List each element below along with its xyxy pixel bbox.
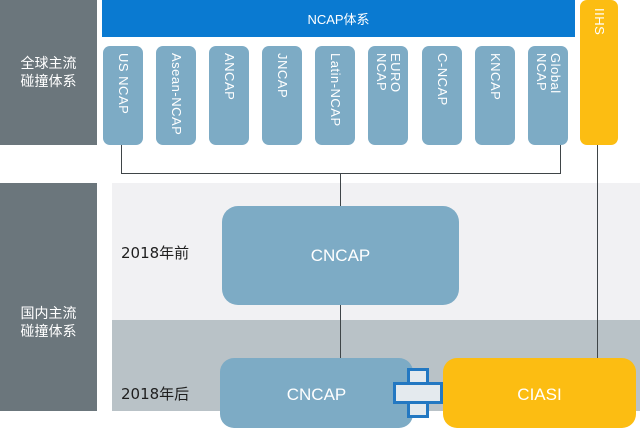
ncap-box-jncap: JNCAP	[262, 46, 302, 145]
ncap-box-euro: EURO NCAP	[368, 46, 408, 145]
global-label-line1: 全球主流	[20, 55, 77, 72]
cncap-after-box: CNCAP	[220, 358, 413, 428]
ncap-header-label: NCAP体系	[307, 12, 370, 27]
ciasi-label: CIASI	[517, 385, 562, 404]
ncap-box-latin: Latin-NCAP	[315, 46, 355, 145]
iihs-box: IIHS	[580, 0, 618, 145]
ncap-box-label: C-NCAP	[435, 53, 450, 106]
ncap-box-label: Latin-NCAP	[328, 53, 343, 127]
ncap-box-label: EURO NCAP	[374, 53, 403, 93]
connector-line	[121, 173, 561, 174]
ciasi-box: CIASI	[443, 358, 636, 428]
ncap-box-label: KNCAP	[488, 53, 503, 101]
connector-line	[121, 145, 122, 174]
ncap-box-asean: Asean-NCAP	[156, 46, 196, 145]
ncap-box-label: US NCAP	[116, 53, 131, 115]
domestic-label-line1: 国内主流	[20, 306, 77, 322]
ncap-box-label: JNCAP	[275, 53, 290, 99]
plus-icon	[393, 368, 443, 418]
connector-line	[560, 145, 561, 174]
ncap-box-us: US NCAP	[103, 46, 143, 145]
global-label-line2: 碰撞体系	[20, 73, 77, 90]
ncap-box-ancap: ANCAP	[209, 46, 249, 145]
ncap-box-label: Asean-NCAP	[169, 53, 184, 136]
era-before-2018: 2018年前	[121, 244, 190, 262]
cncap-before-label: CNCAP	[310, 245, 371, 265]
domestic-label-line2: 碰撞体系	[20, 324, 77, 340]
cncap-after-label: CNCAP	[286, 385, 347, 404]
global-system-label: 全球主流 碰撞体系	[0, 0, 97, 145]
ncap-box-global: Global NCAP	[528, 46, 568, 145]
iihs-label: IIHS	[592, 8, 607, 36]
iihs-connector-line	[597, 145, 598, 358]
domestic-system-label: 国内主流 碰撞体系	[0, 183, 97, 411]
connector-line	[340, 173, 341, 206]
connector-line	[340, 305, 341, 358]
ncap-box-label: Global NCAP	[534, 53, 563, 94]
era-after-2018: 2018年后	[121, 385, 190, 403]
ncap-box-c-ncap: C-NCAP	[422, 46, 462, 145]
ncap-box-label: ANCAP	[222, 53, 237, 101]
ncap-box-kncap: KNCAP	[475, 46, 515, 145]
cncap-before-box: CNCAP	[222, 206, 459, 305]
ncap-system-header: NCAP体系	[102, 0, 575, 37]
